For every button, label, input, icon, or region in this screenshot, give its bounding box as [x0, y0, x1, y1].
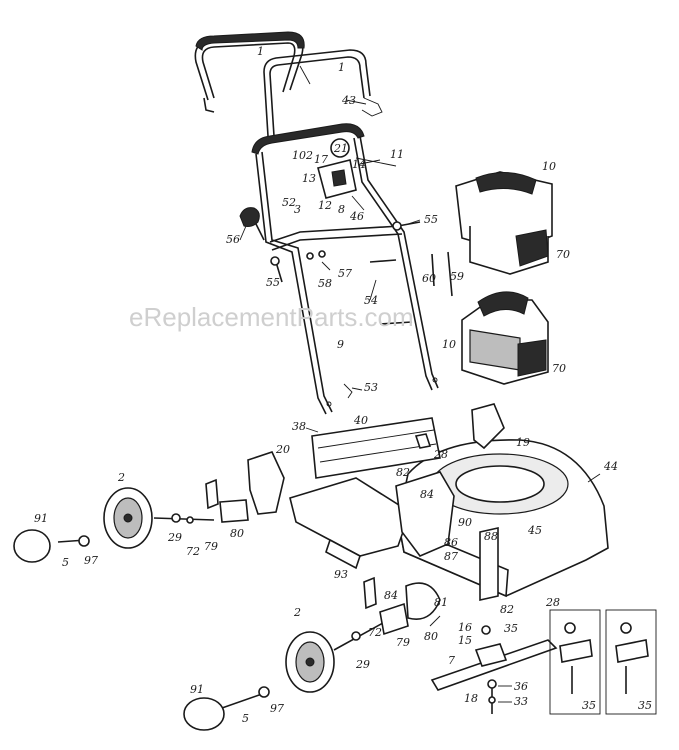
callout-88: 88 — [484, 530, 498, 543]
front-wheel-assembly — [183, 576, 409, 731]
upper-handle — [194, 31, 383, 137]
callout-58: 58 — [318, 277, 332, 290]
callout-12: 12 — [318, 199, 332, 212]
callout-70: 70 — [556, 248, 570, 261]
callout-1: 1 — [338, 61, 345, 74]
rear-wheel-assembly — [13, 478, 249, 563]
callout-91: 91 — [190, 683, 204, 696]
callout-70: 70 — [552, 362, 566, 375]
handle-knob — [239, 207, 265, 241]
callout-38: 38 — [292, 420, 306, 433]
callout-2: 2 — [117, 471, 125, 484]
callout-35: 35 — [504, 622, 518, 635]
callout-59: 59 — [450, 270, 464, 283]
bolts — [270, 221, 453, 399]
callout-56: 56 — [226, 233, 240, 246]
discharge-chute — [289, 477, 411, 570]
callout-82: 82 — [396, 466, 410, 479]
callout-54: 54 — [364, 294, 378, 307]
callout-91: 91 — [34, 512, 48, 525]
callout-9: 9 — [337, 338, 344, 351]
callout-72: 72 — [186, 545, 200, 558]
callout-102: 102 — [292, 149, 313, 162]
callout-20: 20 — [275, 443, 290, 456]
callout-13: 13 — [302, 172, 316, 185]
blade-adapter-inset-b — [605, 609, 657, 715]
callout-86: 86 — [444, 536, 458, 549]
callout-93: 93 — [334, 568, 348, 581]
callout-28: 28 — [545, 596, 560, 609]
callout-53: 53 — [364, 381, 378, 394]
callout-33: 33 — [514, 695, 528, 708]
callout-29: 29 — [167, 531, 182, 544]
callout-82: 82 — [500, 603, 514, 616]
callout-57: 57 — [338, 267, 352, 280]
callout-11: 11 — [390, 148, 404, 161]
callout-5: 5 — [62, 556, 69, 569]
callout-18: 18 — [464, 692, 478, 705]
lower-handle — [251, 123, 439, 415]
callout-46: 46 — [349, 210, 364, 223]
callout-10: 10 — [542, 160, 556, 173]
callout-79: 79 — [396, 636, 410, 649]
callout-87: 87 — [444, 550, 458, 563]
blade-adapter-inset-a — [549, 609, 601, 715]
callout-15: 15 — [458, 634, 472, 647]
part-callouts: 1 1 43 102 21 17 14 11 13 12 8 46 52 3 5… — [34, 45, 652, 725]
callout-60: 60 — [422, 272, 436, 285]
callout-80: 80 — [424, 630, 438, 643]
callout-55: 55 — [266, 276, 280, 289]
callout-79: 79 — [204, 540, 218, 553]
mower-deck — [396, 403, 609, 598]
callout-35: 35 — [582, 699, 596, 712]
callout-16: 16 — [458, 621, 472, 634]
callout-28: 28 — [433, 448, 448, 461]
callout-10: 10 — [442, 338, 456, 351]
callout-40: 40 — [353, 414, 368, 427]
callout-29: 29 — [355, 658, 370, 671]
callout-1: 1 — [257, 45, 264, 58]
engine-upper — [455, 171, 553, 275]
watermark: eReplacementParts.com — [129, 302, 414, 332]
callout-19: 19 — [516, 436, 530, 449]
callout-84: 84 — [420, 488, 434, 501]
callout-35: 35 — [638, 699, 652, 712]
callout-2: 2 — [293, 606, 301, 619]
callout-97: 97 — [84, 554, 98, 567]
control-bracket — [317, 138, 397, 211]
callout-80: 80 — [230, 527, 244, 540]
callout-8: 8 — [338, 203, 345, 216]
callout-14: 14 — [352, 158, 366, 171]
callout-97: 97 — [270, 702, 284, 715]
rear-flap — [311, 417, 441, 479]
blade-assembly — [430, 625, 558, 714]
callout-84: 84 — [384, 589, 398, 602]
height-adjusters — [247, 433, 499, 620]
callout-21: 21 — [333, 142, 348, 155]
callout-5: 5 — [242, 712, 249, 725]
callout-45: 45 — [527, 524, 542, 537]
callout-52: 52 — [282, 196, 296, 209]
engine-lower — [461, 291, 549, 385]
callout-44: 44 — [603, 460, 618, 473]
callout-7: 7 — [448, 654, 455, 667]
callout-90: 90 — [458, 516, 472, 529]
callout-17: 17 — [314, 153, 328, 166]
callout-36: 36 — [514, 680, 528, 693]
callout-81: 81 — [434, 596, 448, 609]
leader-lines — [239, 99, 601, 703]
callout-55: 55 — [424, 213, 438, 226]
callout-3: 3 — [294, 203, 301, 216]
callout-72: 72 — [368, 626, 382, 639]
